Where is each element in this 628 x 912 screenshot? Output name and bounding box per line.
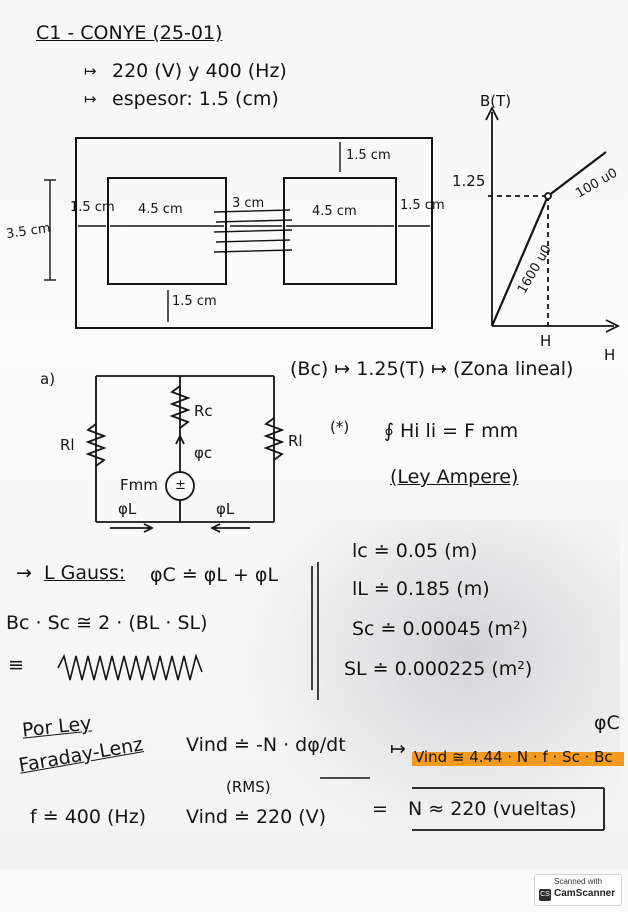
core-bottom-label: 1.5 cm xyxy=(172,294,217,309)
core-window-right xyxy=(283,177,397,285)
faraday-result: Vind ≅ 4.44 · N · f · Sc · Bc xyxy=(414,748,613,766)
fmm-label: Fmm xyxy=(120,476,158,494)
resistor-rl-right xyxy=(263,417,285,461)
scribble xyxy=(57,653,203,681)
ampere-note: (Ley Ampere) xyxy=(390,466,519,488)
highlight-mark xyxy=(412,752,624,766)
core-right-label: 1.5 cm xyxy=(400,198,445,213)
freq-value: f ≐ 400 (Hz) xyxy=(30,806,147,828)
dim-sc: Sc ≐ 0.00045 (m²) xyxy=(352,618,529,640)
equiv-sign: = xyxy=(372,798,388,820)
phic-label: φc xyxy=(194,444,213,462)
result-box xyxy=(412,787,605,831)
source-fmm xyxy=(165,471,195,501)
core-top-label: 1.5 cm xyxy=(346,148,391,163)
vind-value: Vind ≐ 220 (V) xyxy=(186,806,327,828)
phic-arrow xyxy=(175,433,185,445)
core-window2-label: 4.5 cm xyxy=(312,204,357,219)
resistor-rc xyxy=(169,385,191,429)
phil-label-left: φL xyxy=(118,500,137,518)
arrow-2: ↦ xyxy=(84,90,97,108)
badge-brand: CamScanner xyxy=(554,888,616,899)
paper-sheet xyxy=(0,0,628,870)
bh-graph xyxy=(485,105,621,333)
rms-label: (RMS) xyxy=(226,778,271,796)
turns-result: N ≈ 220 (vueltas) xyxy=(408,798,577,820)
circuit-label: a) xyxy=(40,370,56,388)
bh-x-label: H xyxy=(604,346,616,364)
faraday-phic: φC xyxy=(594,712,620,734)
resistor-rl-left xyxy=(85,423,107,467)
rl-label-right: Rl xyxy=(288,432,303,450)
coil-winding xyxy=(213,209,293,253)
badge-scanned-text: Scanned with xyxy=(553,877,603,886)
camscanner-logo-icon: CS xyxy=(539,889,551,901)
phil-label-right: φL xyxy=(216,500,235,518)
gauss-eq3: ≡ xyxy=(8,654,24,676)
gauss-eq2: Bc · Sc ≅ 2 · (BL · SL) xyxy=(6,612,208,634)
shadow-area xyxy=(240,520,620,850)
circuit xyxy=(85,375,285,533)
ampere-equation: ∮ Hi li = F mm xyxy=(384,420,519,442)
ampere-line: (Bc) ↦ 1.25(T) ↦ (Zona lineal) xyxy=(290,358,574,380)
rc-label: Rc xyxy=(194,402,213,420)
bh-b-value: 1.25 xyxy=(452,172,486,190)
gauss-eq1: φC ≐ φL + φL xyxy=(150,564,279,586)
header-line-2: espesor: 1.5 (cm) xyxy=(112,88,279,110)
gauss-arrow: → xyxy=(16,562,32,584)
core-left-label: 1.5 cm xyxy=(70,200,115,215)
ampere-mark: (*) xyxy=(330,418,350,436)
dim-lc: lc ≐ 0.05 (m) xyxy=(352,540,478,562)
arrow-1: ↦ xyxy=(84,62,97,80)
core-window-left xyxy=(107,177,227,285)
rl-label-left: Rl xyxy=(60,436,75,454)
core-center-label: 3 cm xyxy=(232,196,265,211)
camscanner-badge: Scanned with CS CamScanner xyxy=(534,874,622,906)
separator xyxy=(311,562,319,700)
source-sign: ± xyxy=(175,478,186,493)
faraday-equation: Vind ≐ -N · dφ/dt xyxy=(186,734,346,756)
header-line-1: 220 (V) y 400 (Hz) xyxy=(112,60,287,82)
bh-h-value: H xyxy=(540,332,552,350)
core-window1-label: 4.5 cm xyxy=(138,202,183,217)
gauss-label: L Gauss: xyxy=(44,562,126,584)
dim-ll: lL ≐ 0.185 (m) xyxy=(352,578,490,600)
dim-sl: SL ≐ 0.000225 (m²) xyxy=(344,658,533,680)
core-outer-rect xyxy=(75,137,433,329)
page-title: C1 - CONYE (25-01) xyxy=(36,22,223,44)
faraday-arrow: ↦ xyxy=(390,738,406,760)
bh-y-label: B(T) xyxy=(480,92,512,110)
